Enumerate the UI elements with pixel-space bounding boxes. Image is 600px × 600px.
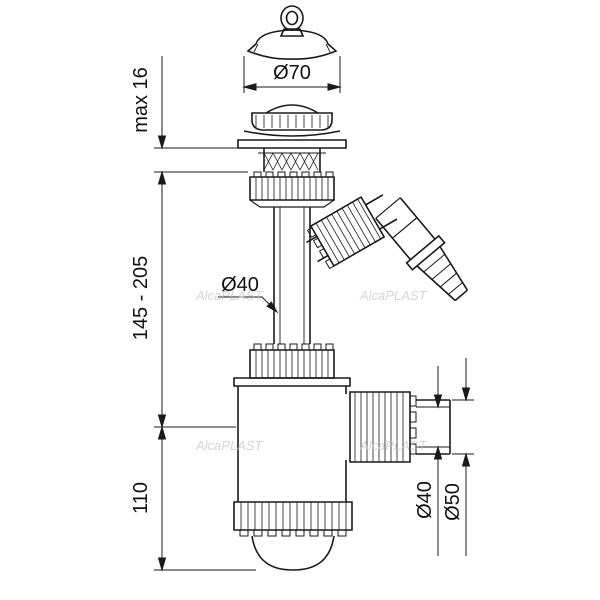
side-inlet-nut [306,194,398,270]
pipe-diameter-callout: Ø40 [218,274,279,314]
trap-bottom-ribs [240,502,347,530]
hose-barb [375,197,469,302]
watermark-text: AlcaPLAST [359,438,428,453]
pipe-inner-walls [279,207,305,344]
arrow-up2-icon [157,425,167,440]
dim-top-diameter: Ø70 [242,56,342,93]
label-dia-40-pipe: Ø40 [221,274,259,296]
inlet-nut-ribs [315,198,382,264]
trap-bottom-teeth [239,529,347,537]
watermark-text: AlcaPLAST [359,288,428,303]
outlet-nut-ribs [354,392,404,462]
label-height: 110 [130,482,152,514]
strainer-dome [265,104,319,114]
outlet-pipe-outer [416,399,451,455]
trap-dome [251,535,335,571]
threaded-tail [263,148,321,172]
outlet-assembly [349,391,451,463]
stopper-cap [246,29,338,60]
strainer-slots [255,115,329,128]
strainer-lip [243,130,341,137]
plug-ring-hole [285,10,299,26]
inlet-nut-body [309,195,386,268]
elbow-miter [375,197,418,239]
watermark-layer: AlcaPLAST AlcaPLAST AlcaPLAST AlcaPLAST [195,288,428,453]
trap-bottom-nut [233,501,353,531]
barb-ridges [423,253,463,295]
lower-nut-ribs [255,350,329,378]
nut-ribs [255,177,329,200]
arrow-up-icon [157,170,167,185]
inlet-nut-teeth [306,227,335,270]
arrow-right-icon [327,83,342,91]
stopper-hatch [253,43,331,53]
left-dimensions: max 16 145 - 205 110 [130,56,256,572]
arrow-down2-icon [157,414,167,429]
thread-walls [263,148,321,172]
tail-pipe [273,207,311,344]
watermark-text: AlcaPLAST [195,438,264,453]
arrow-left-icon [242,83,257,91]
arrow-down3-icon [157,557,167,572]
watermark-text: AlcaPLAST [195,288,264,303]
strainer-band [251,112,333,131]
dim-max16-extensions [154,147,248,173]
label-length: 145 - 205 [130,256,152,341]
outlet-nut-teeth [409,395,417,455]
lower-union-nut [249,343,335,379]
outlet-extensions [452,399,474,455]
elbow-tube [375,197,436,261]
flange-lock-nut [249,171,335,208]
plug-ring-base [279,28,305,37]
arrow-50-bottom-icon [461,452,471,467]
barb-collar [405,234,446,271]
flange-plate [237,139,347,149]
strainer-flange [237,104,347,154]
right-dimensions: Ø40 Ø50 [414,358,474,556]
nut-chamfer [249,199,335,208]
label-outlet-50: Ø50 [442,483,464,521]
trap-body [233,377,353,571]
arrow-leader-icon [266,301,279,314]
plug-ring-icon [280,5,304,31]
trap-walls [237,386,347,502]
arrow-50-top-icon [461,387,471,402]
drain-stopper [246,5,338,60]
arrow-40-bottom-icon [433,445,443,460]
outlet-pipe-inner [416,406,450,448]
pipe-outer-walls [273,207,311,344]
label-dia-70: Ø70 [273,62,311,84]
lower-nut-teeth [253,343,334,351]
outlet-nut-body [349,391,411,463]
arrow-down-icon [157,135,167,150]
thread-hatch [263,152,319,171]
label-outlet-40: Ø40 [414,481,436,519]
arrow-40-top-icon [433,394,443,409]
trap-top-plate [233,377,351,387]
label-max16: max 16 [130,67,152,133]
